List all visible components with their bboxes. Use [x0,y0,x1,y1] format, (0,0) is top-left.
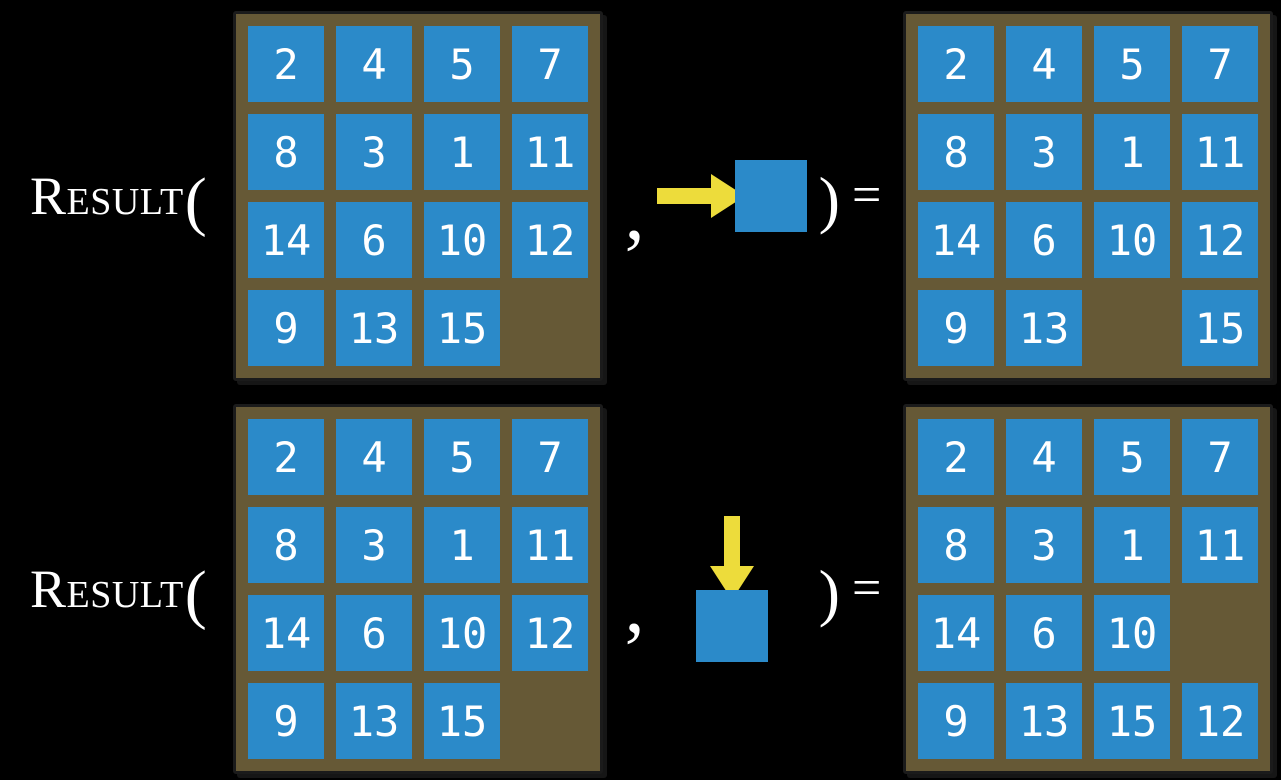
tile: 4 [1006,419,1082,495]
comma-separator: , [624,562,645,650]
tile: 5 [424,26,500,102]
tile: 2 [248,26,324,102]
tile: 3 [336,114,412,190]
moving-tile [734,160,807,232]
open-paren: ( [184,558,207,631]
tile: 11 [512,114,588,190]
empty-slot [512,290,588,366]
tile: 13 [1006,683,1082,759]
tile: 14 [248,202,324,278]
tile: 7 [1182,419,1258,495]
output-board-2: 2 4 5 7 8 3 1 11 14 6 10 9 13 15 12 [903,404,1273,774]
result-function-label-2: Result( [0,556,233,628]
tile: 13 [336,683,412,759]
tile: 6 [336,202,412,278]
tile: 2 [248,419,324,495]
arrow-down-icon [709,516,754,600]
tile: 11 [512,507,588,583]
tile: 9 [248,290,324,366]
output-board-1: 2 4 5 7 8 3 1 11 14 6 10 12 9 13 15 [903,11,1273,381]
tile: 14 [248,595,324,671]
tile: 12 [1182,683,1258,759]
tile: 7 [512,26,588,102]
function-name: Result [30,166,184,226]
tile: 13 [1006,290,1082,366]
moving-tile [695,590,768,662]
tile: 7 [1182,26,1258,102]
tile: 1 [424,114,500,190]
tile: 1 [1094,507,1170,583]
equation-middle-2: , ) = [603,404,903,774]
result-function-label-1: Result( [0,163,233,235]
tile: 5 [1094,26,1170,102]
tile: 4 [336,26,412,102]
equals-sign: = [851,560,882,617]
tile: 2 [918,419,994,495]
tile: 15 [1182,290,1258,366]
tile: 3 [336,507,412,583]
tile: 4 [336,419,412,495]
tile: 10 [424,595,500,671]
open-paren: ( [184,165,207,238]
tile: 8 [248,114,324,190]
tile: 6 [336,595,412,671]
tile: 5 [424,419,500,495]
close-paren: ) [818,164,840,235]
empty-slot [1094,290,1170,366]
input-board-2: 2 4 5 7 8 3 1 11 14 6 10 12 9 13 15 [233,404,603,774]
comma-separator: , [624,169,645,257]
tile: 1 [424,507,500,583]
tile: 6 [1006,595,1082,671]
close-paren: ) [818,557,840,628]
arrow-right-icon [656,174,745,218]
equation-middle-1: , ) = [603,11,903,381]
tile: 15 [424,290,500,366]
tile: 12 [512,202,588,278]
move-down-action [657,514,807,664]
tile: 3 [1006,114,1082,190]
tile: 13 [336,290,412,366]
tile: 7 [512,419,588,495]
empty-slot [1182,595,1258,671]
tile: 2 [918,26,994,102]
tile: 10 [424,202,500,278]
tile: 9 [918,290,994,366]
input-board-1: 2 4 5 7 8 3 1 11 14 6 10 12 9 13 15 [233,11,603,381]
tile: 3 [1006,507,1082,583]
equals-sign: = [851,167,882,224]
tile: 6 [1006,202,1082,278]
tile: 12 [512,595,588,671]
tile: 14 [918,202,994,278]
tile: 1 [1094,114,1170,190]
tile: 8 [918,114,994,190]
tile: 15 [1094,683,1170,759]
equation-row-1: Result( 2 4 5 7 8 3 1 11 14 6 10 12 9 13… [0,11,1281,381]
tile: 4 [1006,26,1082,102]
tile: 11 [1182,114,1258,190]
tile: 10 [1094,202,1170,278]
move-right-action [656,121,807,271]
tile: 11 [1182,507,1258,583]
tile: 12 [1182,202,1258,278]
tile: 9 [248,683,324,759]
function-name: Result [30,559,184,619]
tile: 10 [1094,595,1170,671]
tile: 15 [424,683,500,759]
equation-row-2: Result( 2 4 5 7 8 3 1 11 14 6 10 12 9 13… [0,404,1281,774]
empty-slot [512,683,588,759]
tile: 8 [918,507,994,583]
tile: 9 [918,683,994,759]
tile: 14 [918,595,994,671]
tile: 8 [248,507,324,583]
tile: 5 [1094,419,1170,495]
